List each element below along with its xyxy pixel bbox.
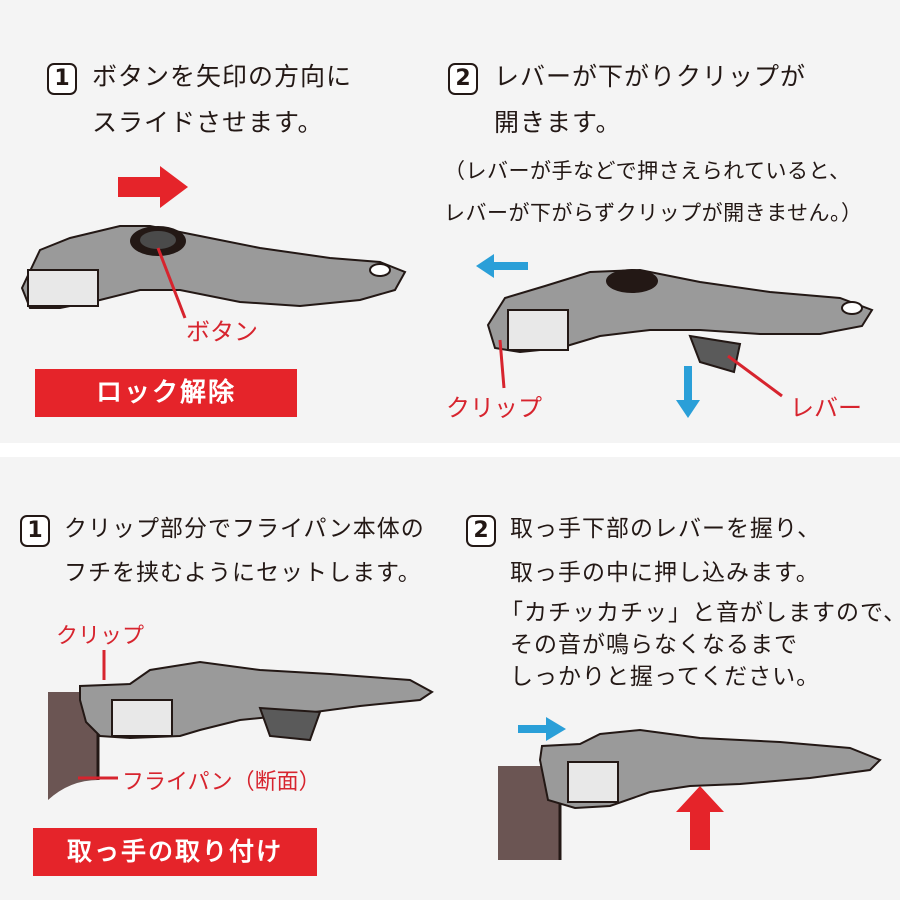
step-text: レバーが下がりクリップが: [494, 62, 807, 91]
handle-drawing: [486, 268, 874, 398]
lever-label: レバー: [790, 394, 862, 422]
pan-label: フライパン（断面）: [122, 770, 321, 795]
slide-arrow-icon: [118, 166, 188, 208]
step-text: ボタンを矢印の方向に: [92, 62, 353, 91]
step-number: 1: [20, 515, 50, 547]
unlock-illustration: [20, 166, 874, 418]
step-text: 取っ手の中に押し込みます。: [510, 560, 820, 586]
unlock-banner: ロック解除: [35, 369, 297, 417]
step-text: フチを挟むようにセットします。: [64, 560, 422, 586]
attach-banner: 取っ手の取り付け: [33, 828, 317, 876]
handle-drawing: [20, 225, 407, 319]
clip-label: クリップ: [446, 394, 542, 422]
step-text: しっかりと握ってください。: [510, 664, 821, 690]
step-text: 開きます。: [494, 108, 622, 137]
step-number: 2: [448, 63, 478, 95]
note-text: レバーが下がらずクリップが開きません。）: [444, 201, 863, 225]
note-text: （レバーが手などで押さえられていると、: [444, 159, 851, 183]
step-number: 1: [47, 63, 77, 95]
button-label: ボタン: [186, 318, 258, 346]
step-text: クリップ部分でフライパン本体の: [64, 516, 425, 542]
down-arrow-icon: [676, 366, 700, 418]
step-text: 「カチッカチッ」と音がしますので、: [500, 600, 900, 626]
step-text: スライドさせます。: [92, 108, 324, 137]
left-arrow-icon: [476, 254, 528, 278]
step-text: その音が鳴らなくなるまで: [510, 632, 798, 658]
step-number: 2: [466, 515, 496, 547]
clip-label: クリップ: [56, 624, 145, 649]
step-text: 取っ手下部のレバーを握り、: [510, 516, 822, 542]
